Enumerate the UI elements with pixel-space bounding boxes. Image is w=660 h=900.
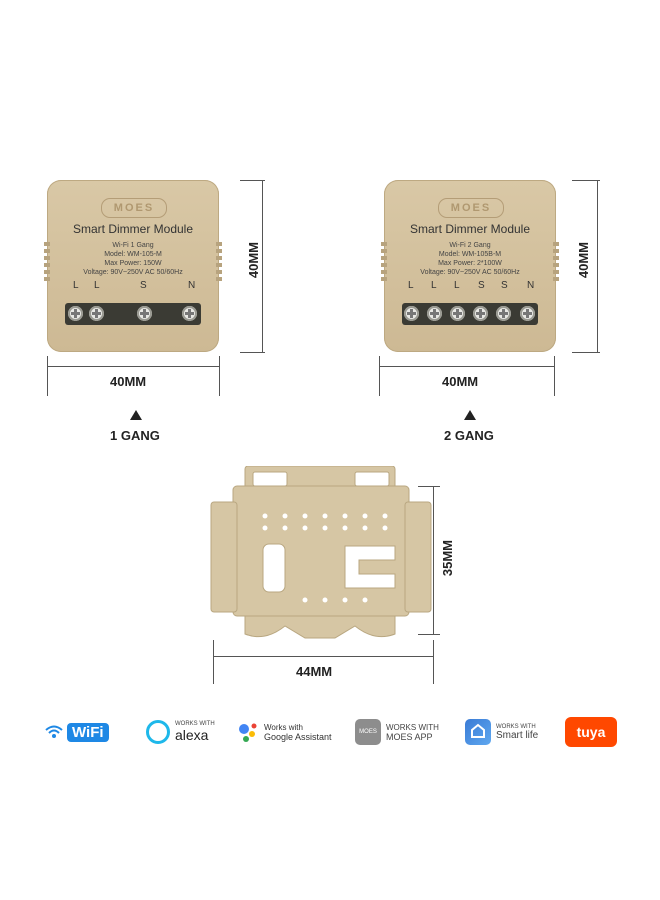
height-dimension-label: 40MM <box>246 242 261 279</box>
spec-line-1: Wi-Fi 1 Gang <box>112 242 154 249</box>
smart-life-works-with: WORKS WITH <box>496 723 536 730</box>
spec-line-2: Model: WM-105B-M <box>438 251 502 258</box>
google-works-with: Works with <box>264 722 303 732</box>
tuya-badge: tuya <box>565 712 617 752</box>
dimension-tick <box>554 356 555 396</box>
spec-line-4: Voltage: 90V~250V AC 50/60Hz <box>83 269 183 276</box>
spec-line-3: Max Power: 150W <box>104 260 162 267</box>
alexa-icon <box>146 720 170 744</box>
dimension-tick <box>219 356 220 396</box>
wifi-badge: WiFi <box>44 712 109 752</box>
google-assistant-badge: Works with Google Assistant <box>236 712 332 752</box>
side-vents <box>216 242 222 284</box>
moes-works-with: WORKS WITH <box>386 722 439 732</box>
terminal-label: N <box>527 280 535 291</box>
terminal-screw <box>137 306 152 321</box>
alexa-works-with: WORKS WITH <box>175 721 215 727</box>
terminal-screw <box>473 306 488 321</box>
moes-label: MOES APP <box>386 731 433 742</box>
width-dimension-label: 44MM <box>296 664 333 679</box>
spec-line-1: Wi-Fi 2 Gang <box>449 242 491 249</box>
tuya-logo: tuya <box>565 717 617 747</box>
height-dimension-label: 40MM <box>576 242 591 279</box>
gang-caption: 2 GANG <box>444 428 494 443</box>
google-assistant-icon <box>239 723 257 742</box>
width-dimension-line <box>47 366 219 367</box>
dimension-tick <box>213 640 214 684</box>
module-title: Smart Dimmer Module <box>409 222 531 236</box>
height-dimension-label: 35MM <box>440 540 455 577</box>
brand-logo: MOES <box>101 198 167 218</box>
dimension-tick <box>240 352 265 353</box>
spec-line-3: Max Power: 2*100W <box>438 260 502 267</box>
gang-caption: 1 GANG <box>110 428 160 443</box>
terminal-label: L <box>408 280 414 291</box>
dimension-tick <box>379 356 380 396</box>
dimension-tick <box>240 180 265 181</box>
terminal-screw <box>89 306 104 321</box>
side-vents <box>381 242 387 284</box>
smart-life-label: Smart life <box>496 729 539 741</box>
terminal-screw <box>404 306 419 321</box>
terminal-label: L <box>454 280 460 291</box>
width-dimension-line <box>379 366 554 367</box>
dimension-tick <box>418 634 440 635</box>
width-dimension-label: 40MM <box>442 374 479 389</box>
terminal-block <box>65 303 201 325</box>
terminal-label: L <box>431 280 437 291</box>
alexa-badge: WORKS WITH alexa <box>146 712 215 752</box>
terminal-screw <box>427 306 442 321</box>
height-dimension-line <box>262 180 263 352</box>
terminal-screw <box>520 306 535 321</box>
terminal-screw <box>450 306 465 321</box>
dimension-tick <box>433 640 434 684</box>
smart-life-badge: WORKS WITH Smart life <box>465 712 538 752</box>
dimension-tick <box>572 352 600 353</box>
alexa-label: alexa <box>175 727 209 743</box>
terminal-screw <box>68 306 83 321</box>
side-vents <box>553 242 559 284</box>
spec-line-4: Voltage: 90V~250V AC 50/60Hz <box>420 269 520 276</box>
dimension-tick <box>418 486 440 487</box>
side-vents <box>44 242 50 284</box>
up-arrow-icon <box>130 410 142 420</box>
width-dimension-label: 40MM <box>110 374 147 389</box>
moes-app-icon: MOES <box>355 719 381 745</box>
terminal-label: S <box>478 280 485 291</box>
height-dimension-line <box>597 180 598 352</box>
spec-line-2: Model: WM-105-M <box>104 251 162 258</box>
brand-logo: MOES <box>438 198 504 218</box>
terminal-label: N <box>188 280 196 291</box>
module-title: Smart Dimmer Module <box>72 222 194 236</box>
dimension-tick <box>47 356 48 396</box>
wifi-icon <box>45 725 63 738</box>
dimension-tick <box>572 180 600 181</box>
terminal-screw <box>182 306 197 321</box>
terminal-label: S <box>140 280 147 291</box>
terminal-label: L <box>73 280 79 291</box>
smart-life-icon <box>465 719 491 745</box>
google-label: Google Assistant <box>264 731 332 742</box>
module-1-gang: MOES Smart Dimmer Module Wi-Fi 1 Gang Mo… <box>44 180 222 352</box>
width-dimension-line <box>213 656 433 657</box>
mounting-bracket <box>210 466 432 639</box>
wifi-label: WiFi <box>67 722 109 742</box>
terminal-screw <box>496 306 511 321</box>
terminal-label: L <box>94 280 100 291</box>
terminal-label: S <box>501 280 508 291</box>
module-2-gang: MOES Smart Dimmer Module Wi-Fi 2 Gang Mo… <box>381 180 559 352</box>
moes-app-badge: MOES WORKS WITH MOES APP <box>355 712 439 752</box>
height-dimension-line <box>433 486 434 634</box>
terminal-block <box>402 303 538 325</box>
up-arrow-icon <box>464 410 476 420</box>
